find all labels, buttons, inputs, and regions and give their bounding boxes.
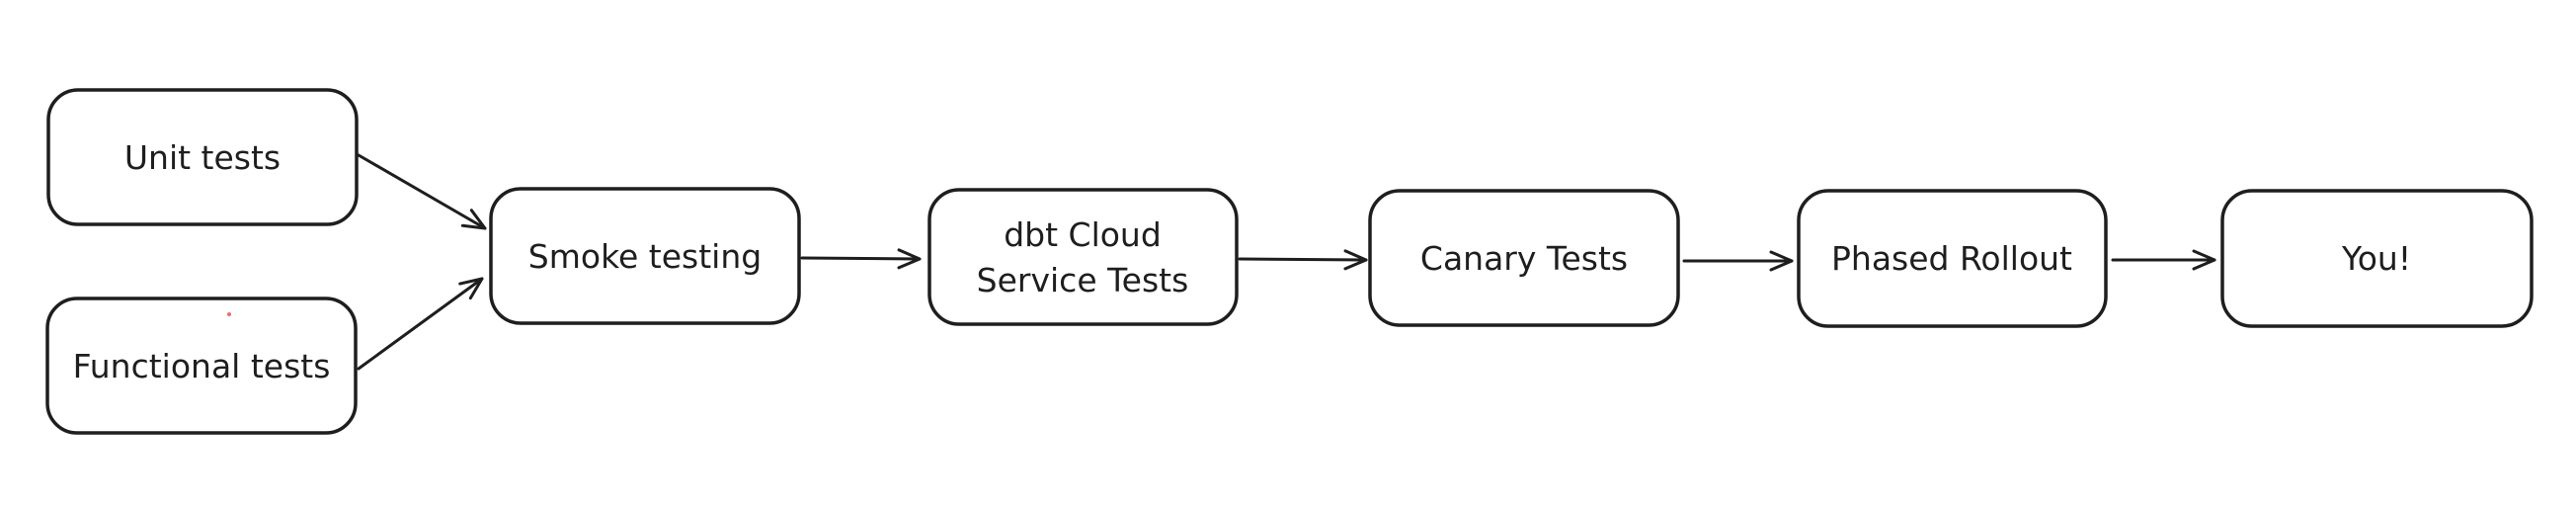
node-functional-tests-label: Functional tests bbox=[73, 347, 331, 385]
node-you-box bbox=[2220, 189, 2534, 328]
node-dbt-cloud-service-tests-label-line1: dbt Cloud bbox=[1004, 215, 1162, 254]
node-canary-tests: Canary Tests bbox=[1368, 189, 1680, 327]
node-unit-tests-box bbox=[46, 88, 359, 226]
node-smoke-testing-label: Smoke testing bbox=[528, 237, 762, 276]
node-you-label: You! bbox=[2341, 239, 2411, 278]
node-phased-rollout-box bbox=[1797, 189, 2108, 328]
node-unit-tests-label: Unit tests bbox=[124, 138, 281, 177]
node-phased-rollout-label: Phased Rollout bbox=[1831, 239, 2072, 278]
node-dbt-cloud-service-tests: dbt Cloud Service Tests bbox=[927, 188, 1239, 326]
node-phased-rollout: Phased Rollout bbox=[1797, 189, 2108, 328]
arrow-unit-tests-to-smoke-testing bbox=[357, 153, 487, 230]
node-dbt-cloud-service-tests-box bbox=[927, 188, 1239, 326]
arrow-smoke-testing-to-dbt-cloud bbox=[800, 248, 922, 270]
node-smoke-testing-box bbox=[489, 187, 801, 325]
arrow-dbt-cloud-to-canary-tests bbox=[1238, 249, 1368, 271]
node-canary-tests-label: Canary Tests bbox=[1420, 239, 1628, 278]
arrow-functional-tests-to-smoke-testing bbox=[357, 277, 484, 371]
node-canary-tests-box bbox=[1368, 189, 1680, 327]
node-functional-tests: Functional tests bbox=[45, 297, 358, 435]
stray-red-dot bbox=[227, 312, 231, 316]
node-smoke-testing: Smoke testing bbox=[489, 187, 801, 325]
node-functional-tests-box bbox=[45, 297, 358, 435]
node-unit-tests: Unit tests bbox=[46, 88, 359, 226]
node-you: You! bbox=[2220, 189, 2534, 328]
node-dbt-cloud-service-tests-label-line2: Service Tests bbox=[977, 261, 1189, 299]
